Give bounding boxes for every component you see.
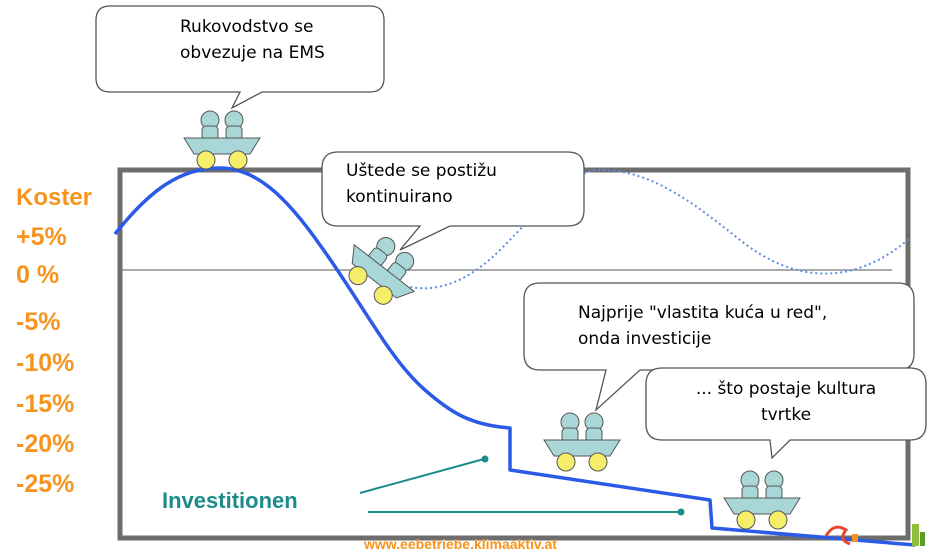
y-tick-minus20: -20% xyxy=(16,430,75,458)
y-axis-title: Koster xyxy=(16,184,93,211)
y-tick-0: 0 % xyxy=(16,261,60,289)
y-tick-minus15: -15% xyxy=(16,390,75,418)
bubble-4-text: ... što postaje kultura tvrtke xyxy=(695,379,877,426)
y-tick-minus5: -5% xyxy=(16,308,61,336)
bubble-1-text: Rukovodstvo se obvezuje na EMS xyxy=(180,17,325,64)
cart-step-2 xyxy=(723,470,801,530)
cart-top xyxy=(183,110,261,170)
investitionen-arrow-1-head xyxy=(481,455,489,463)
y-tick-minus25: -25% xyxy=(16,470,75,498)
speech-bubble-4 xyxy=(645,367,927,460)
klimaaktiv-logo-icon xyxy=(912,524,925,546)
investitionen-arrow-1 xyxy=(359,458,485,494)
investitionen-arrow-2-head xyxy=(677,508,685,516)
bubble-3-text: Najprije "vlastita kuća u red", onda inv… xyxy=(578,303,828,350)
speech-bubble-1 xyxy=(95,5,385,110)
cart-descending xyxy=(348,237,416,305)
speech-bubble-3 xyxy=(523,282,915,412)
investitionen-label: Investitionen xyxy=(162,488,298,513)
y-tick-plus5: +5% xyxy=(16,223,67,251)
y-tick-minus10: -10% xyxy=(16,349,75,377)
partner-logo-icon xyxy=(824,525,858,546)
cart-step-1 xyxy=(543,412,621,472)
bubble-2-text: Uštede se postižu kontinuirano xyxy=(346,161,497,208)
continuous-savings-curve xyxy=(359,168,911,290)
footer-url: www.eebetriebe.klimaaktiv.at xyxy=(364,536,557,552)
cost-curve xyxy=(113,166,916,547)
speech-bubble-2 xyxy=(321,151,585,251)
